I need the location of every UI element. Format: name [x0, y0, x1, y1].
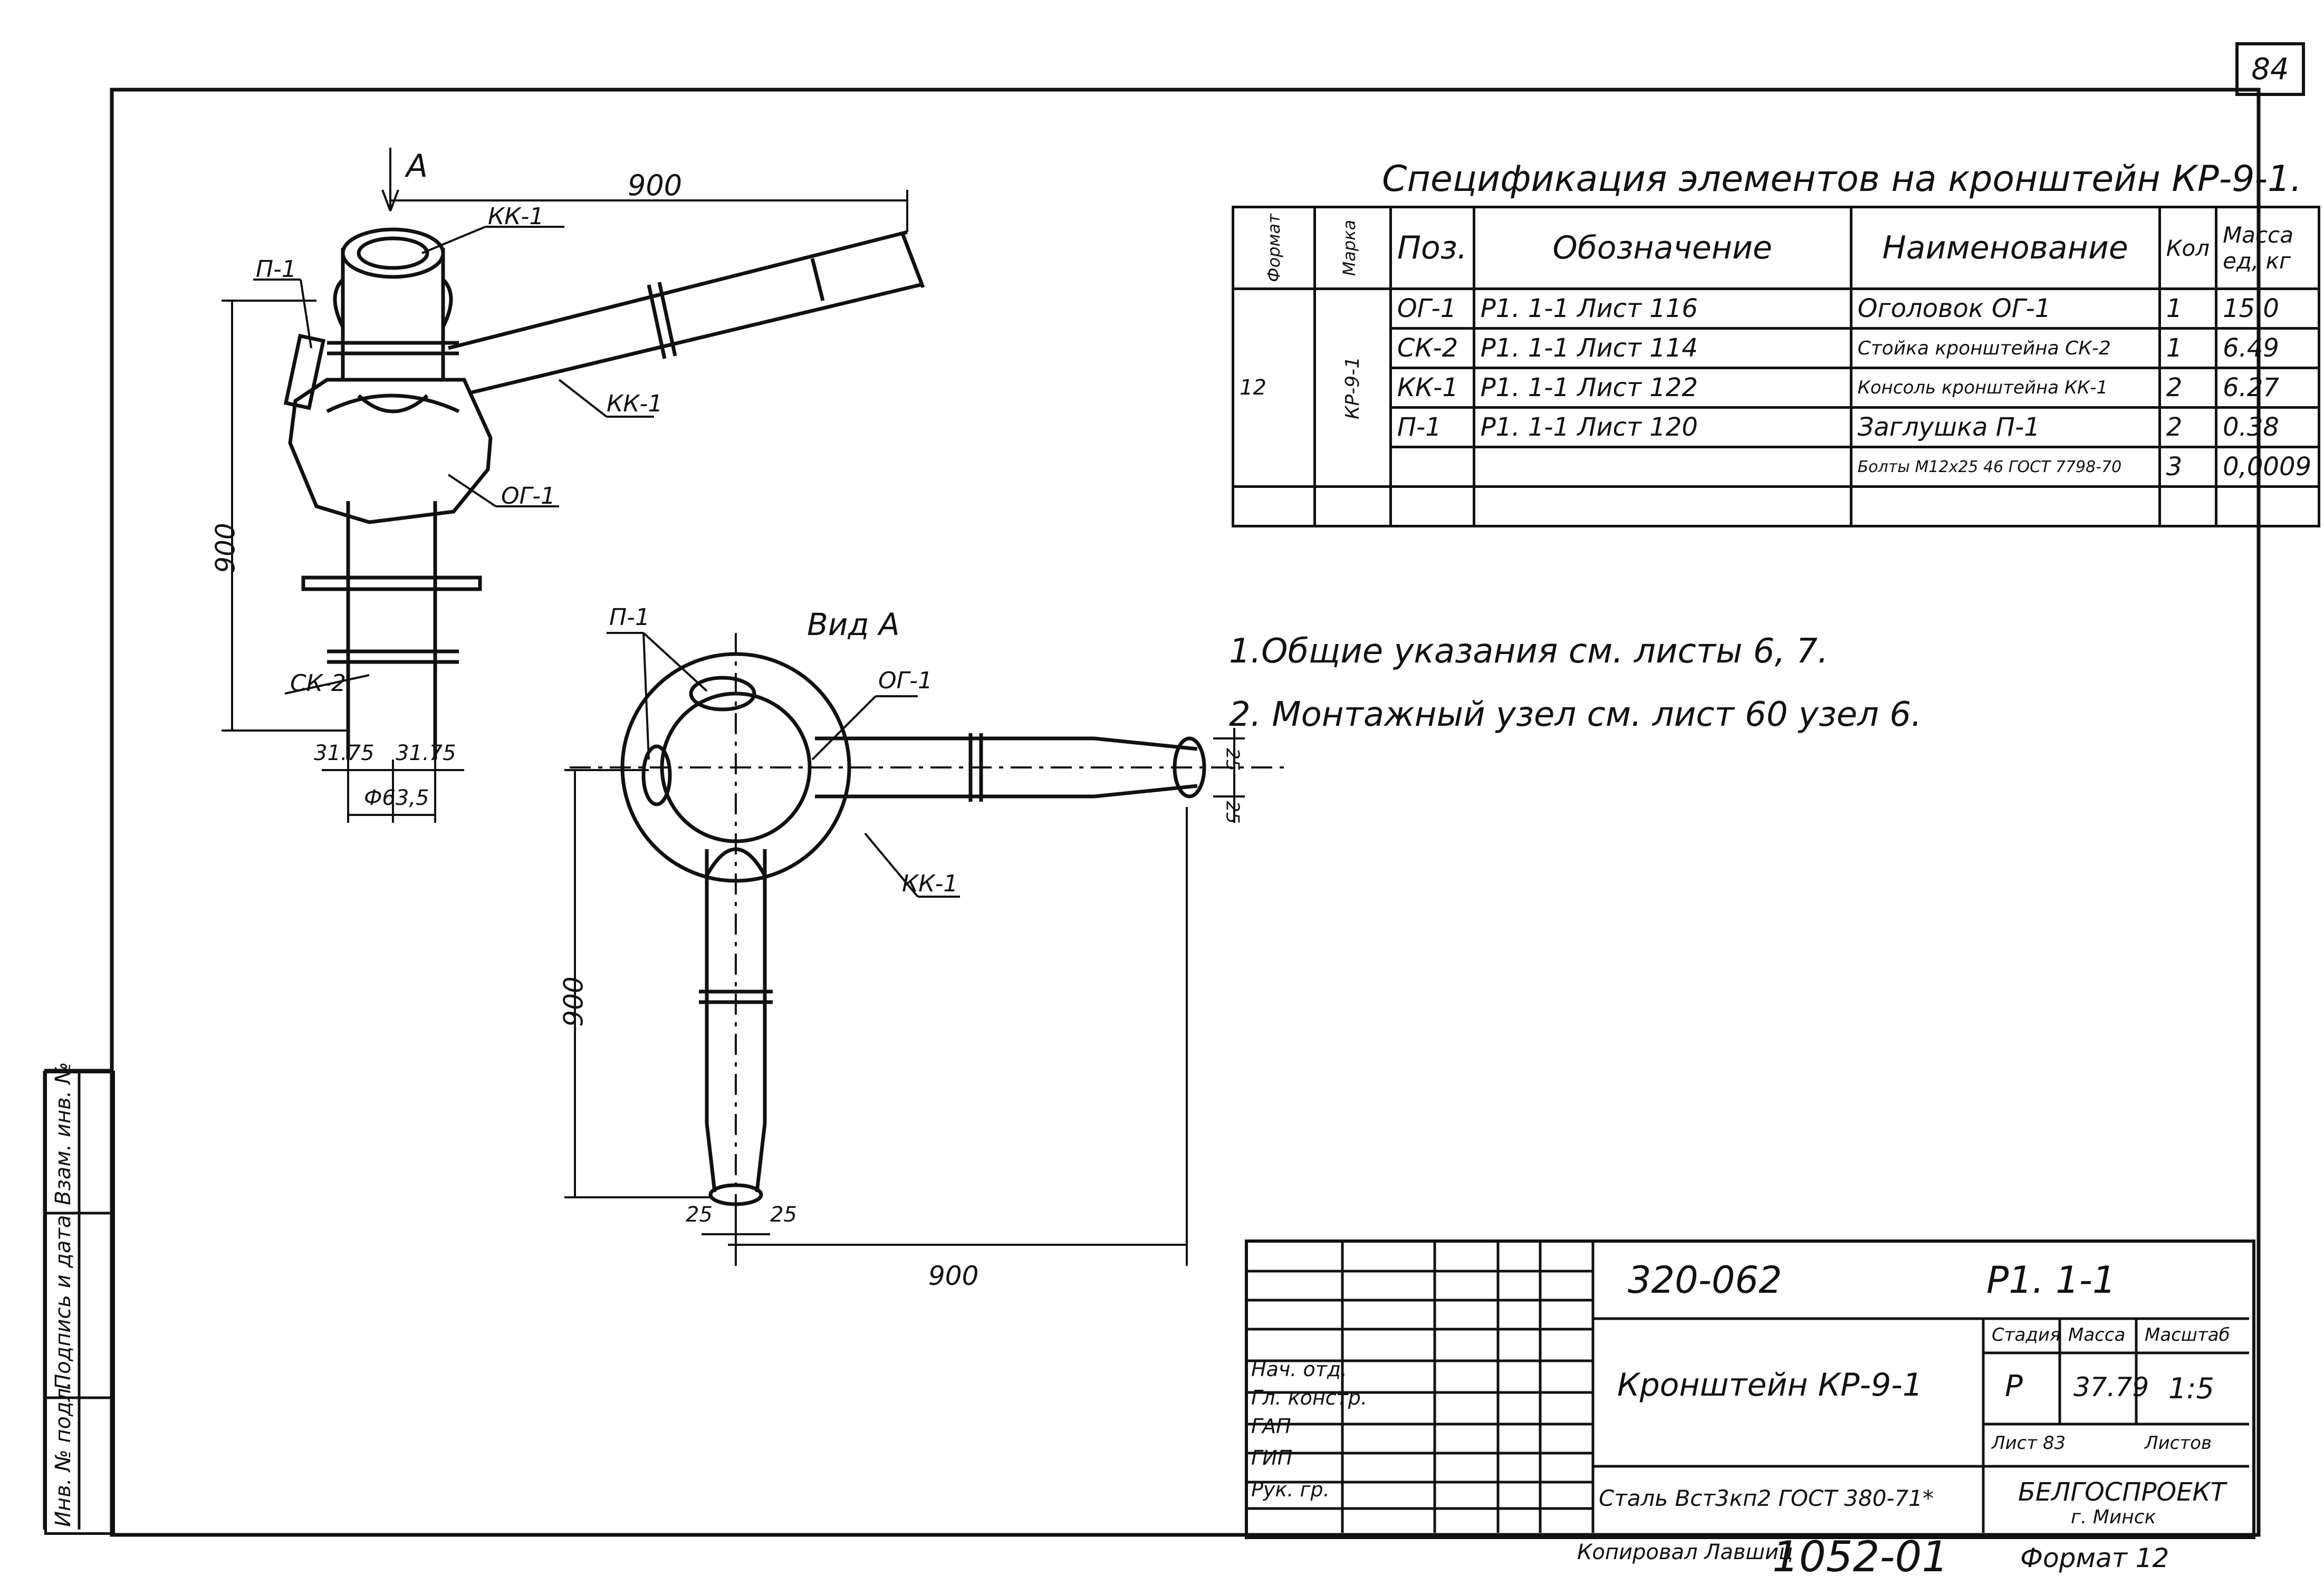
- spec-name: Болты М12х25 46 ГОСТ 7798-70: [1849, 446, 2161, 488]
- spec-mass: 6.49: [2215, 327, 2321, 369]
- label-p1-left: П-1: [256, 256, 296, 283]
- table-row: 12 КР-9-1 ОГ-1 Р1. 1-1 Лист 116 Оголовок…: [1232, 287, 2321, 488]
- dim-top-width: 900: [628, 169, 683, 202]
- sheets-label: Листов: [2145, 1433, 2212, 1454]
- dim-tube-left: 31.75: [314, 741, 374, 765]
- label-kk1-view: КК-1: [902, 870, 958, 897]
- spec-designation: Р1. 1-1 Лист 116: [1472, 287, 1852, 330]
- table-row: СК-2 Р1. 1-1 Лист 114 Стойка кронштейна …: [1233, 327, 2321, 369]
- table-row: [1232, 485, 2321, 527]
- table-row: П-1 Р1. 1-1 Лист 120 Заглушка П-1 2 0.38: [1233, 406, 2321, 448]
- scale-label: Масштаб: [2145, 1324, 2230, 1346]
- spec-name: Оголовок ОГ-1: [1849, 287, 2161, 330]
- spec-pos: КК-1: [1389, 367, 1475, 409]
- spec-pos: СК-2: [1389, 327, 1475, 369]
- drawing-code: 320-062: [1628, 1258, 1782, 1302]
- spec-qty: 2: [2158, 367, 2218, 409]
- stage-value: Р: [2005, 1369, 2023, 1404]
- label-p1-view: П-1: [609, 604, 650, 631]
- dim-end-right: 25: [770, 1203, 797, 1227]
- dim-pipe-end-a: 25: [1222, 748, 1243, 771]
- label-kk1-top: КК-1: [488, 203, 544, 230]
- label-sk2-left: СК-2: [290, 670, 346, 697]
- spec-header-qty: Кол: [2158, 206, 2218, 290]
- spec-header-designation: Обозначение: [1472, 206, 1852, 290]
- sidebar-line-3: Взам. инв. №: [51, 1062, 75, 1205]
- drawing-title: Кронштейн КР-9-1: [1617, 1367, 1923, 1404]
- label-og1-view: ОГ-1: [878, 667, 933, 694]
- spec-mass: 0.38: [2215, 406, 2321, 448]
- spec-header-mark: Марка: [1313, 206, 1392, 290]
- spec-qty: 1: [2158, 327, 2218, 369]
- view-arrow-label: А: [406, 148, 428, 185]
- role-1: Нач. отд.: [1251, 1358, 1348, 1381]
- table-row: КК-1 Р1. 1-1 Лист 122 Консоль кронштейна…: [1233, 367, 2321, 409]
- mass-label: Масса: [2068, 1324, 2126, 1346]
- general-notes: 1.Общие указания см. листы 6, 7. 2. Монт…: [1229, 620, 1922, 746]
- archive-number: 1052-01: [1772, 1532, 1949, 1581]
- label-og1-left: ОГ-1: [501, 483, 556, 510]
- spec-header-name: Наименование: [1849, 206, 2161, 290]
- spec-designation: [1472, 446, 1852, 488]
- spec-name: Стойка кронштейна СК-2: [1849, 327, 2161, 369]
- spec-pos: ОГ-1: [1389, 287, 1475, 330]
- spec-designation: Р1. 1-1 Лист 120: [1472, 406, 1852, 448]
- spec-table: Формат Марка Поз. Обозначение Наименован…: [1232, 206, 2321, 527]
- spec-name: Консоль кронштейна КК-1: [1849, 367, 2161, 409]
- dim-diameter: Ф63,5: [364, 786, 429, 810]
- sheet-number: 84: [2235, 42, 2305, 96]
- spec-header-format: Формат: [1232, 206, 1316, 290]
- organization-city: г. Минск: [2071, 1506, 2156, 1528]
- sheet-reference: Р1. 1-1: [1986, 1258, 2116, 1302]
- spec-mass: 6.27: [2215, 367, 2321, 409]
- dim-tube-right: 31.75: [396, 741, 456, 765]
- copied-by: Копировал Лавшиц: [1577, 1540, 1793, 1564]
- frame-border: [110, 88, 2261, 1537]
- note-2: 2. Монтажный узел см. лист 60 узел 6.: [1229, 695, 1922, 734]
- dim-view-width: 900: [928, 1261, 979, 1291]
- dim-height-left: 900: [210, 523, 241, 573]
- stage-label: Стадия: [1992, 1324, 2061, 1346]
- title-block: 320-062 Р1. 1-1 Кронштейн КР-9-1 Сталь В…: [1245, 1240, 2255, 1539]
- table-row: Болты М12х25 46 ГОСТ 7798-70 3 0,0009: [1233, 446, 2321, 488]
- spec-qty: 2: [2158, 406, 2218, 448]
- material: Сталь Вст3кп2 ГОСТ 380-71*: [1599, 1485, 1934, 1511]
- spec-designation: Р1. 1-1 Лист 122: [1472, 367, 1852, 409]
- spec-mass: 0,0009: [2215, 446, 2321, 488]
- spec-mass: 15.0: [2215, 287, 2321, 330]
- role-3: ГАП: [1251, 1415, 1291, 1438]
- spec-qty: 3: [2158, 446, 2218, 488]
- spec-qty: 1: [2158, 287, 2218, 330]
- spec-designation: Р1. 1-1 Лист 114: [1472, 327, 1852, 369]
- label-kk1-mid: КК-1: [607, 390, 663, 417]
- role-5: Рук. гр.: [1251, 1478, 1330, 1501]
- view-a-title: Вид А: [807, 607, 900, 642]
- spec-header-pos: Поз.: [1389, 206, 1475, 290]
- dim-end-left: 25: [686, 1203, 713, 1227]
- spec-title: Спецификация элементов на кронштейн КР-9…: [1382, 158, 2302, 200]
- role-4: ГИП: [1251, 1446, 1293, 1469]
- left-margin-stamp: Инв. № подл. Подпись и дата Взам. инв. №: [44, 1062, 115, 1535]
- paper-format: Формат 12: [2020, 1543, 2169, 1573]
- dim-pipe-end-b: 25: [1222, 801, 1243, 824]
- spec-mark-value: КР-9-1: [1313, 287, 1392, 488]
- mass-value: 37.79: [2073, 1372, 2149, 1402]
- organization: БЕЛГОСПРОЕКТ: [2018, 1477, 2226, 1507]
- sheet-label: Лист 83: [1992, 1433, 2066, 1454]
- note-1: 1.Общие указания см. листы 6, 7.: [1229, 632, 1829, 671]
- sidebar-line-2: Подпись и дата: [51, 1215, 75, 1390]
- scale-value: 1:5: [2168, 1372, 2214, 1405]
- sidebar-line-1: Инв. № подл.: [51, 1381, 75, 1527]
- spec-pos: [1389, 446, 1475, 488]
- spec-name: Заглушка П-1: [1849, 406, 2161, 448]
- role-2: Гл. констр.: [1251, 1386, 1367, 1409]
- spec-format-value: 12: [1232, 287, 1316, 488]
- spec-header-mass: Масса ед, кг: [2215, 206, 2321, 290]
- spec-pos: П-1: [1389, 406, 1475, 448]
- dim-view-height: 900: [558, 976, 589, 1027]
